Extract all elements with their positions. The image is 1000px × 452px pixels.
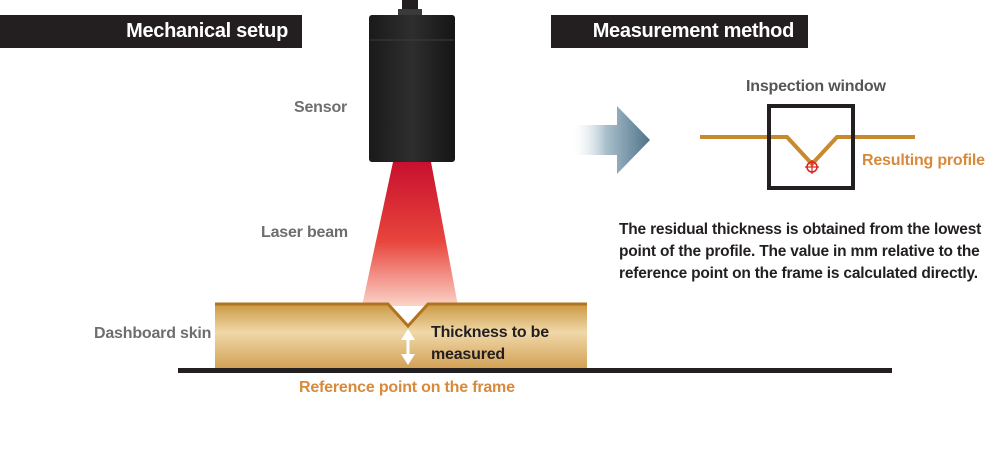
inspection-window (767, 104, 855, 190)
thickness-arrow-head-down (401, 354, 415, 365)
thickness-arrow-head-up (401, 329, 415, 340)
dashboard-skin (215, 303, 587, 368)
thickness-label-line2: measured (431, 346, 505, 363)
inspection-window-label: Inspection window (746, 78, 886, 95)
sensor-cable-collar (398, 9, 422, 16)
reference-point-label: Reference point on the frame (299, 379, 515, 396)
sensor-label: Sensor (294, 99, 348, 116)
resulting-profile-label: Resulting profile (862, 152, 985, 169)
measurement-description: The residual thickness is obtained from … (619, 221, 982, 282)
measurement-method-header: Measurement method (551, 15, 808, 48)
sensor-body (369, 15, 455, 162)
transition-arrow (570, 106, 650, 174)
dashboard-skin-label: Dashboard skin (94, 325, 212, 342)
laser-beam-label: Laser beam (261, 224, 348, 241)
skin-surface-line (215, 302, 587, 329)
thickness-label-line1: Thickness to be (431, 324, 549, 341)
frame-line (178, 368, 892, 373)
laser-beam (362, 162, 458, 306)
mechanical-setup-header: Mechanical setup (0, 15, 302, 48)
thickness-label: Thickness to be measured (431, 322, 571, 366)
